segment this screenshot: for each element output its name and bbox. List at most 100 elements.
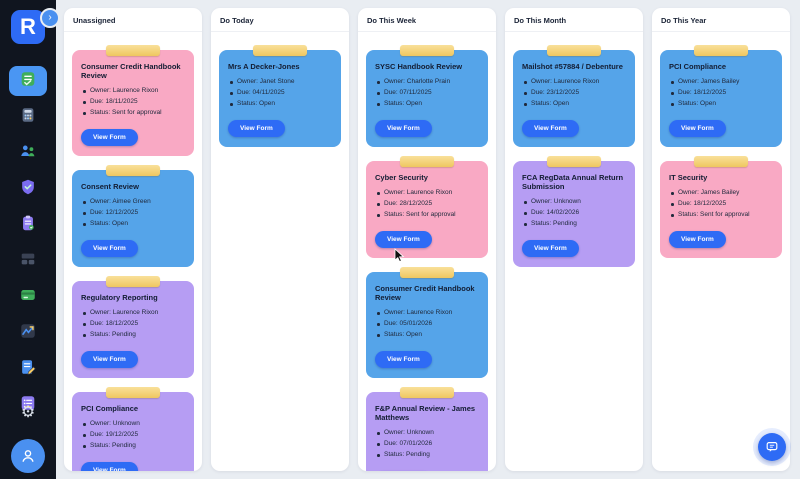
view-form-button[interactable]: View Form <box>375 351 432 368</box>
clipboard-icon <box>19 214 37 237</box>
view-form-button[interactable]: View Form <box>522 240 579 257</box>
card-detail-due: Due: 18/12/2025 <box>81 320 185 327</box>
layout-icon <box>19 250 37 273</box>
view-form-button[interactable]: View Form <box>81 240 138 257</box>
column-title: Do This Year <box>652 8 790 32</box>
view-form-button[interactable]: View Form <box>375 120 432 137</box>
card-detail-due: Due: 12/12/2025 <box>81 209 185 216</box>
chat-button[interactable] <box>758 433 786 461</box>
view-form-button[interactable]: View Form <box>669 120 726 137</box>
card-title: Consent Review <box>81 182 139 191</box>
card-title: PCI Compliance <box>669 62 727 71</box>
card-detail-status: Status: Open <box>669 100 773 107</box>
card-title: PCI Compliance <box>81 404 139 413</box>
card-detail-due: Due: 05/01/2026 <box>375 320 479 327</box>
credit-card-icon <box>19 286 37 309</box>
card-detail-owner: Owner: Laurence Rixon <box>81 309 185 316</box>
list-icon <box>19 394 37 417</box>
sidebar-item-people[interactable] <box>9 138 47 168</box>
card-tape <box>106 387 160 398</box>
card-detail-status: Status: Pending <box>81 442 185 449</box>
card-detail-due: Due: 07/01/2026 <box>375 440 479 447</box>
card-detail-owner: Owner: Laurence Rixon <box>375 309 479 316</box>
view-form-button[interactable]: View Form <box>522 120 579 137</box>
tasks-icon <box>19 70 37 93</box>
card-detail-status: Status: Pending <box>81 331 185 338</box>
card-tape <box>106 45 160 56</box>
card-title: SYSC Handbook Review <box>375 62 463 71</box>
view-form-button[interactable]: View Form <box>81 462 138 471</box>
sidebar-item-chart[interactable] <box>9 318 47 348</box>
view-form-button[interactable]: View Form <box>228 120 285 137</box>
card-title: Cyber Security <box>375 173 428 182</box>
card-detail-owner: Owner: Unknown <box>522 198 626 205</box>
card-detail-owner: Owner: Unknown <box>81 420 185 427</box>
sidebar-item-layout[interactable] <box>9 246 47 276</box>
view-form-button[interactable]: View Form <box>669 231 726 248</box>
user-avatar[interactable] <box>11 439 45 473</box>
card-detail-due: Due: 18/12/2025 <box>669 200 773 207</box>
settings-button[interactable]: ⚙ <box>9 395 47 429</box>
card-tape <box>400 45 454 56</box>
sidebar-item-clipboard[interactable] <box>9 210 47 240</box>
card-detail-due: Due: 19/12/2025 <box>81 431 185 438</box>
card-title: IT Security <box>669 173 708 182</box>
card-detail-due: Due: 18/11/2025 <box>81 98 185 105</box>
sidebar-item-list[interactable] <box>9 390 47 420</box>
card-tape <box>253 45 307 56</box>
shield-icon <box>19 178 37 201</box>
sidebar-item-credit-card[interactable] <box>9 282 47 312</box>
sidebar-nav <box>9 66 47 420</box>
card-detail-status: Status: Open <box>228 100 332 107</box>
sidebar-item-calculator[interactable] <box>9 102 47 132</box>
calculator-icon <box>19 106 37 129</box>
card-title: Consumer Credit Handbook Review <box>375 284 475 302</box>
column-title: Unassigned <box>64 8 202 32</box>
sidebar-expand-button[interactable]: › <box>40 8 60 28</box>
sidebar-item-shield[interactable] <box>9 174 47 204</box>
view-form-button[interactable]: View Form <box>375 231 432 248</box>
card-title: FCA RegData Annual Return Submission <box>522 173 624 191</box>
card-title: Consumer Credit Handbook Review <box>81 62 181 80</box>
card-title: Mrs A Decker-Jones <box>228 62 300 71</box>
view-form-button[interactable]: View Form <box>81 351 138 368</box>
card-detail-owner: Owner: James Bailey <box>669 78 773 85</box>
card-tape <box>547 45 601 56</box>
view-form-button[interactable]: View Form <box>81 129 138 146</box>
card-detail-due: Due: 18/12/2025 <box>669 89 773 96</box>
card-detail-status: Status: Open <box>375 100 479 107</box>
card-detail-due: Due: 14/02/2026 <box>522 209 626 216</box>
sidebar-item-document-edit[interactable] <box>9 354 47 384</box>
card-detail-owner: Owner: Laurence Rixon <box>375 189 479 196</box>
sidebar-item-tasks[interactable] <box>9 66 47 96</box>
